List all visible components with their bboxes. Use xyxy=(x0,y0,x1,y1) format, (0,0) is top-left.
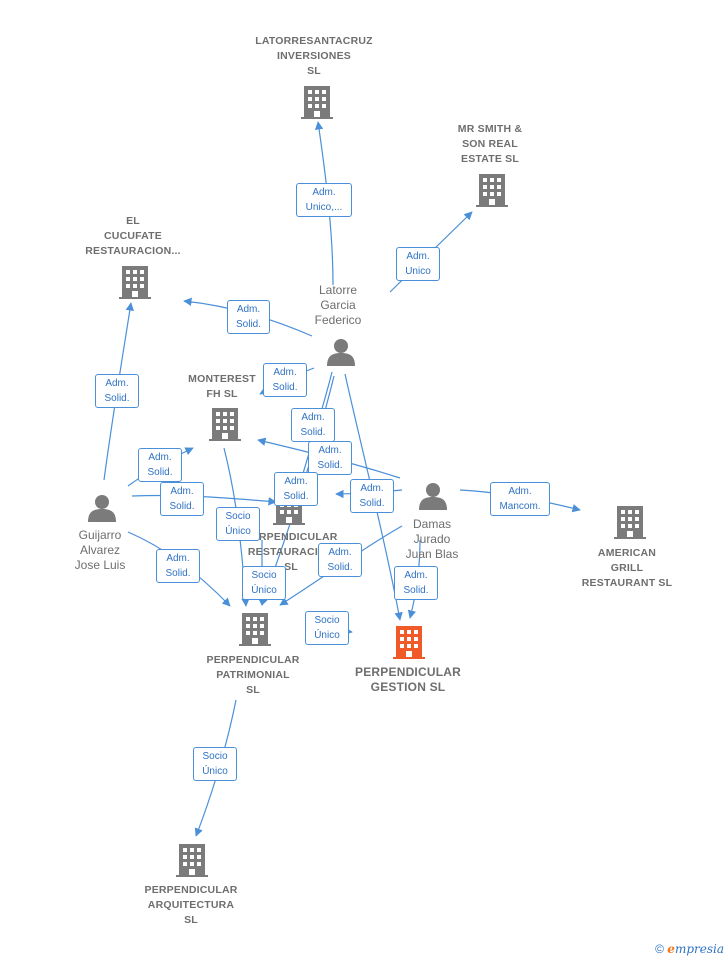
node-label-perpendicular-restauracion[interactable]: PERPENDICULAR RESTAURACION SL xyxy=(244,531,338,573)
building-icon[interactable] xyxy=(239,613,271,646)
empresia-logo[interactable]: © empresia xyxy=(655,942,724,956)
edge-label-adm-solid[interactable]: Adm. Solid. xyxy=(274,472,318,506)
edge-label-adm-solid[interactable]: Adm. Solid. xyxy=(394,566,438,600)
edge-label-adm-solid[interactable]: Adm. Solid. xyxy=(263,363,307,397)
edge-label-adm-unico[interactable]: Adm. Unico,... xyxy=(296,183,352,217)
building-icon[interactable] xyxy=(176,844,208,877)
node-label-american-grill[interactable]: AMERICAN GRILL RESTAURANT SL xyxy=(581,547,673,589)
edge-label-socio-unico[interactable]: Socio Único xyxy=(216,507,260,541)
person-icon[interactable] xyxy=(419,483,447,510)
edge-guijarro-restauracion xyxy=(131,494,277,506)
building-icon[interactable] xyxy=(301,86,333,119)
edge-label-adm-solid[interactable]: Adm. Solid. xyxy=(227,300,270,334)
node-label-perpendicular-arquitectura[interactable]: PERPENDICULAR ARQUITECTURA SL xyxy=(144,884,238,926)
edge-label-adm-mancom[interactable]: Adm. Mancom. xyxy=(490,482,550,516)
brand-name: empresia xyxy=(667,942,724,956)
edge-label-adm-solid[interactable]: Adm. Solid. xyxy=(318,543,362,577)
building-icon[interactable] xyxy=(119,266,151,299)
building-icon[interactable] xyxy=(393,626,425,659)
edge-label-socio-unico[interactable]: Socio Único xyxy=(242,566,286,600)
edge-label-adm-solid[interactable]: Adm. Solid. xyxy=(350,479,394,513)
node-label-el-cucufate[interactable]: EL CUCUFATE RESTAURACION... xyxy=(85,215,181,257)
edge-label-adm-solid[interactable]: Adm. Solid. xyxy=(160,482,204,516)
edge-label-adm-solid[interactable]: Adm. Solid. xyxy=(156,549,200,583)
node-label-mr-smith[interactable]: MR SMITH & SON REAL ESTATE SL xyxy=(457,123,523,165)
building-icon[interactable] xyxy=(209,408,241,441)
edge-label-socio-unico[interactable]: Socio Único xyxy=(193,747,237,781)
edge-label-socio-unico[interactable]: Socio Único xyxy=(305,611,349,645)
node-label-damas-jurado[interactable]: Damas Jurado Juan Blas xyxy=(405,517,459,561)
copyright-icon: © xyxy=(655,942,664,956)
node-label-monterest[interactable]: MONTEREST FH SL xyxy=(188,373,256,400)
building-icon[interactable] xyxy=(614,506,646,539)
edge-label-adm-solid[interactable]: Adm. Solid. xyxy=(138,448,182,482)
person-icon[interactable] xyxy=(327,339,355,366)
node-label-perpendicular-patrimonial[interactable]: PERPENDICULAR PATRIMONIAL SL xyxy=(206,654,300,696)
node-label-latorre-garcia[interactable]: Latorre Garcia Federico xyxy=(314,283,362,327)
edge-label-adm-solid[interactable]: Adm. Solid. xyxy=(95,374,139,408)
node-label-latorresantacruz[interactable]: LATORRESANTACRUZ INVERSIONES SL xyxy=(255,35,373,77)
edge-label-adm-solid[interactable]: Adm. Solid. xyxy=(308,441,352,475)
edge-label-adm-unico[interactable]: Adm. Unico xyxy=(396,247,440,281)
edge-label-adm-solid[interactable]: Adm. Solid. xyxy=(291,408,335,442)
node-label-perpendicular-gestion[interactable]: PERPENDICULAR GESTION SL xyxy=(355,665,461,694)
node-label-guijarro[interactable]: Guijarro Alvarez Jose Luis xyxy=(74,528,126,572)
person-icon[interactable] xyxy=(88,495,116,522)
building-icon[interactable] xyxy=(476,174,508,207)
